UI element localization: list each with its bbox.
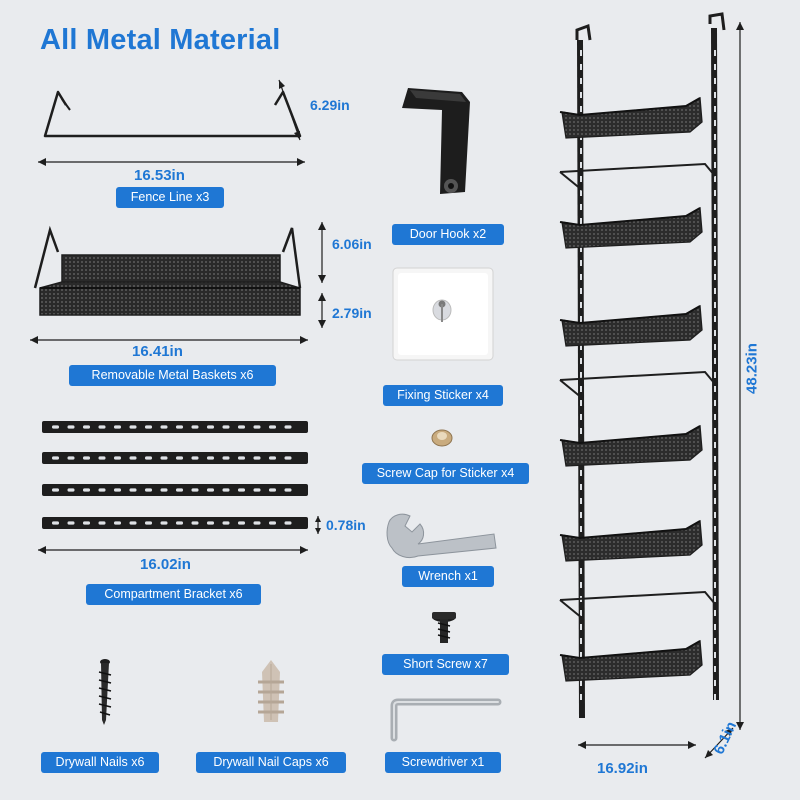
door-hook-label-text: Door Hook — [409, 227, 474, 241]
screw-cap-label-text: Screw Cap for Sticker — [376, 466, 502, 480]
fixing-sticker-qty: x4 — [475, 388, 489, 402]
bracket-width-dim: 16.02in — [140, 556, 191, 573]
fence-height-dim: 6.29in — [310, 97, 350, 113]
drywall-caps-qty: x6 — [315, 755, 329, 769]
rack-basket — [559, 206, 703, 249]
drywall-caps-label-text: Drywall Nail Caps — [213, 755, 316, 769]
drywall-nails-qty: x6 — [131, 755, 145, 769]
bracket-bar — [42, 484, 308, 496]
door-hook-qty: x2 — [473, 227, 487, 241]
bracket-bar — [42, 421, 308, 433]
drywall-nails-label: Drywall Nails x6 — [41, 752, 159, 773]
basket-height-top-dim: 6.06in — [332, 236, 372, 252]
screw-cap-qty: x4 — [501, 466, 515, 480]
rack-basket — [559, 304, 703, 347]
drywall-nails-label-text: Drywall Nails — [55, 755, 132, 769]
fixing-sticker-label: Fixing Sticker x4 — [383, 385, 503, 406]
basket-label-text: Removable Metal Baskets — [91, 368, 241, 382]
basket-qty: x6 — [240, 368, 254, 382]
fence-line-label-text: Fence Line — [130, 190, 197, 204]
bracket-label-text: Compartment Bracket — [104, 587, 230, 601]
page-title: All Metal Material — [40, 24, 281, 56]
rack-basket — [559, 639, 703, 682]
short-screw-qty: x7 — [474, 657, 488, 671]
drywall-caps-label: Drywall Nail Caps x6 — [196, 752, 346, 773]
screwdriver-qty: x1 — [471, 755, 485, 769]
rack-width-dim: 16.92in — [597, 760, 648, 777]
short-screw-label-text: Short Screw — [403, 657, 475, 671]
bracket-height-dim: 0.78in — [326, 517, 366, 533]
wrench-label-text: Wrench — [418, 569, 465, 583]
rack-height-dim: 48.23in — [743, 343, 761, 394]
wrench-qty: x1 — [464, 569, 478, 583]
screw-cap-label: Screw Cap for Sticker x4 — [362, 463, 529, 484]
screwdriver-label: Screwdriver x1 — [385, 752, 501, 773]
bracket-bar — [42, 452, 308, 464]
basket-label: Removable Metal Baskets x6 — [69, 365, 276, 386]
basket-height-bottom-dim: 2.79in — [332, 305, 372, 321]
rack-basket — [559, 96, 703, 139]
bracket-qty: x6 — [229, 587, 243, 601]
rack-fence-line — [559, 370, 716, 399]
fence-width-dim: 16.53in — [134, 167, 185, 184]
fence-line-qty: x3 — [196, 190, 210, 204]
door-hook-label: Door Hook x2 — [392, 224, 504, 245]
bracket-label: Compartment Bracket x6 — [86, 584, 261, 605]
short-screw-label: Short Screw x7 — [382, 654, 509, 675]
rack-basket — [559, 424, 703, 467]
rack-fence-line — [559, 590, 716, 619]
fence-line-label: Fence Line x3 — [116, 187, 224, 208]
bracket-bar — [42, 517, 308, 529]
wrench-label: Wrench x1 — [402, 566, 494, 587]
screwdriver-label-text: Screwdriver — [401, 755, 472, 769]
rack-fence-line — [559, 162, 716, 191]
rack-basket — [559, 519, 703, 562]
basket-width-dim: 16.41in — [132, 343, 183, 360]
fixing-sticker-label-text: Fixing Sticker — [397, 388, 476, 402]
